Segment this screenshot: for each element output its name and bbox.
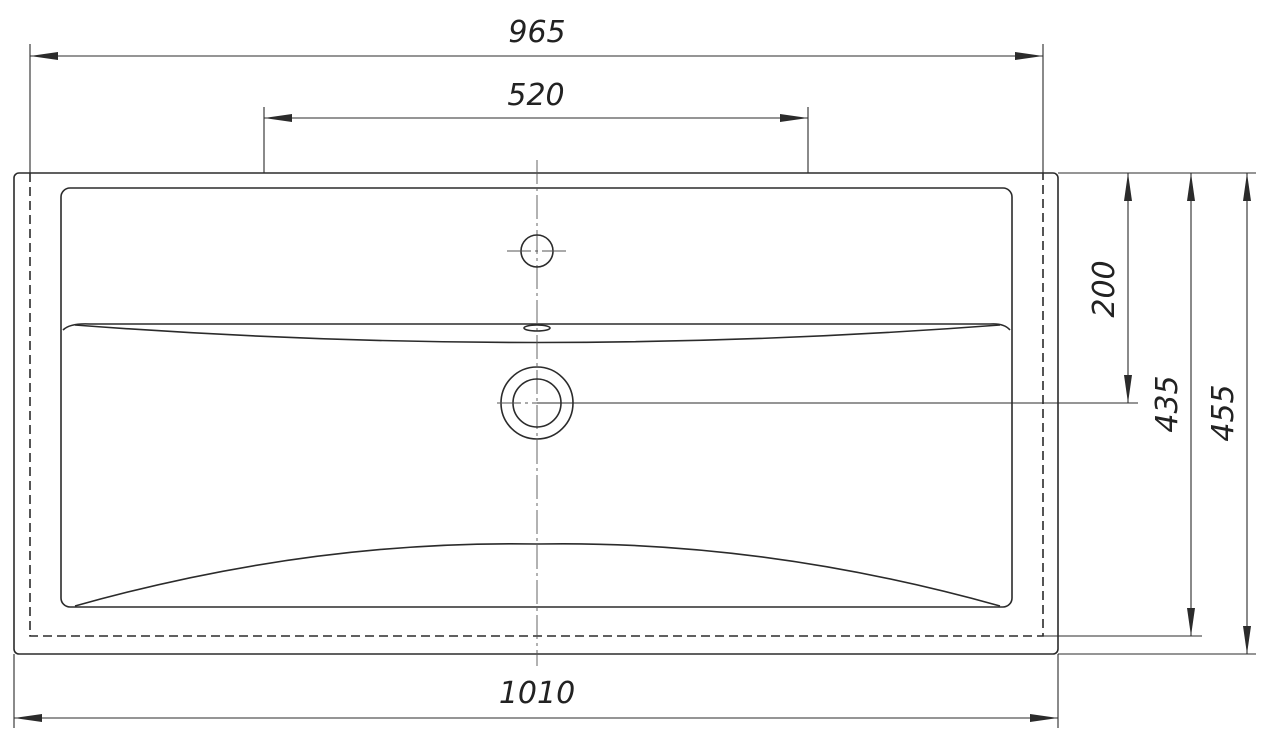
dim-200-label: 200 <box>1087 260 1122 317</box>
dim-965-arrow-right <box>1015 52 1043 60</box>
dim-520-label: 520 <box>507 78 564 113</box>
upper-ridge-line <box>62 323 1011 331</box>
countertop-outline <box>13 172 1059 655</box>
bowl-outline <box>60 187 1013 608</box>
dim-1010-arrow-left <box>14 714 42 722</box>
upper-basin-curve <box>74 324 1001 344</box>
dim-435-label: 435 <box>1150 375 1185 432</box>
dim-200-arrow-bottom <box>1124 375 1132 403</box>
dim-200-arrow-top <box>1124 173 1132 201</box>
lower-basin-curve <box>74 542 1001 607</box>
dim-435-arrow-bottom <box>1187 608 1195 636</box>
dim-455-label: 455 <box>1206 384 1241 441</box>
overflow-slot <box>523 324 551 332</box>
dim-1010-label: 1010 <box>499 676 575 711</box>
dim-520-arrow-right <box>780 114 808 122</box>
dim-965-label: 965 <box>508 15 565 50</box>
dim-455-arrow-bottom <box>1243 626 1251 654</box>
hidden-edge-outline <box>29 173 1044 637</box>
dim-1010-arrow-right <box>1030 714 1058 722</box>
dim-520-arrow-left <box>264 114 292 122</box>
dim-965-arrow-left <box>30 52 58 60</box>
dim-435-arrow-top <box>1187 173 1195 201</box>
dim-455-arrow-top <box>1243 173 1251 201</box>
